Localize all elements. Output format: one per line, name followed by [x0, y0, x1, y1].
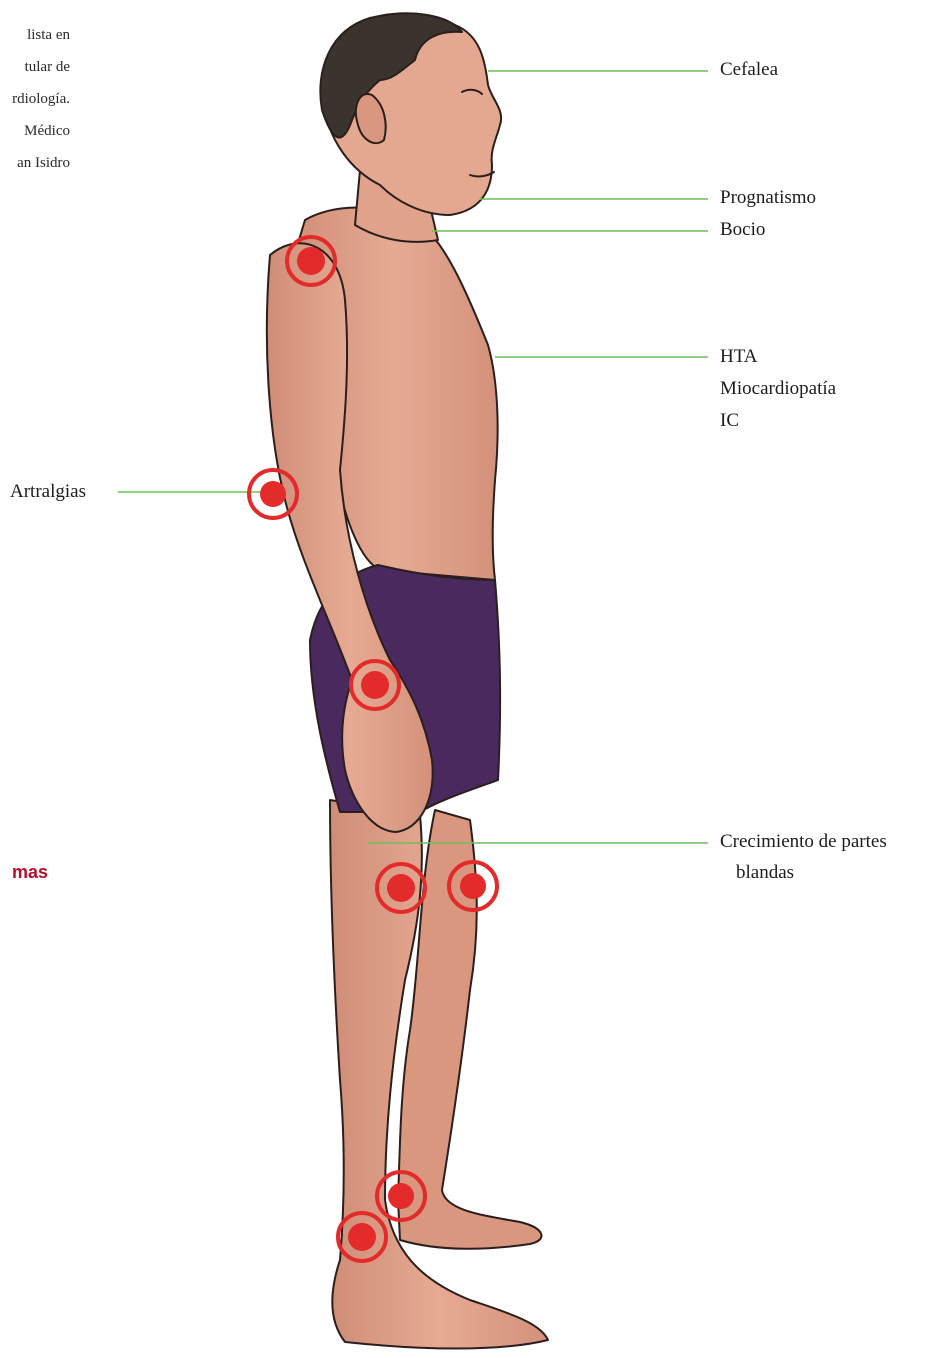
label-crecimiento-line1: Crecimiento de partes — [720, 826, 887, 858]
label-cefalea: Cefalea — [720, 54, 778, 86]
label-artralgias: Artralgias — [10, 476, 86, 508]
label-hta: HTA — [720, 341, 758, 373]
label-miocardiopatia: Miocardiopatía — [720, 373, 836, 405]
label-prognatismo: Prognatismo — [720, 182, 816, 214]
label-ic: IC — [720, 405, 739, 437]
label-bocio: Bocio — [720, 214, 765, 246]
label-crecimiento-line2: blandas — [736, 857, 794, 889]
